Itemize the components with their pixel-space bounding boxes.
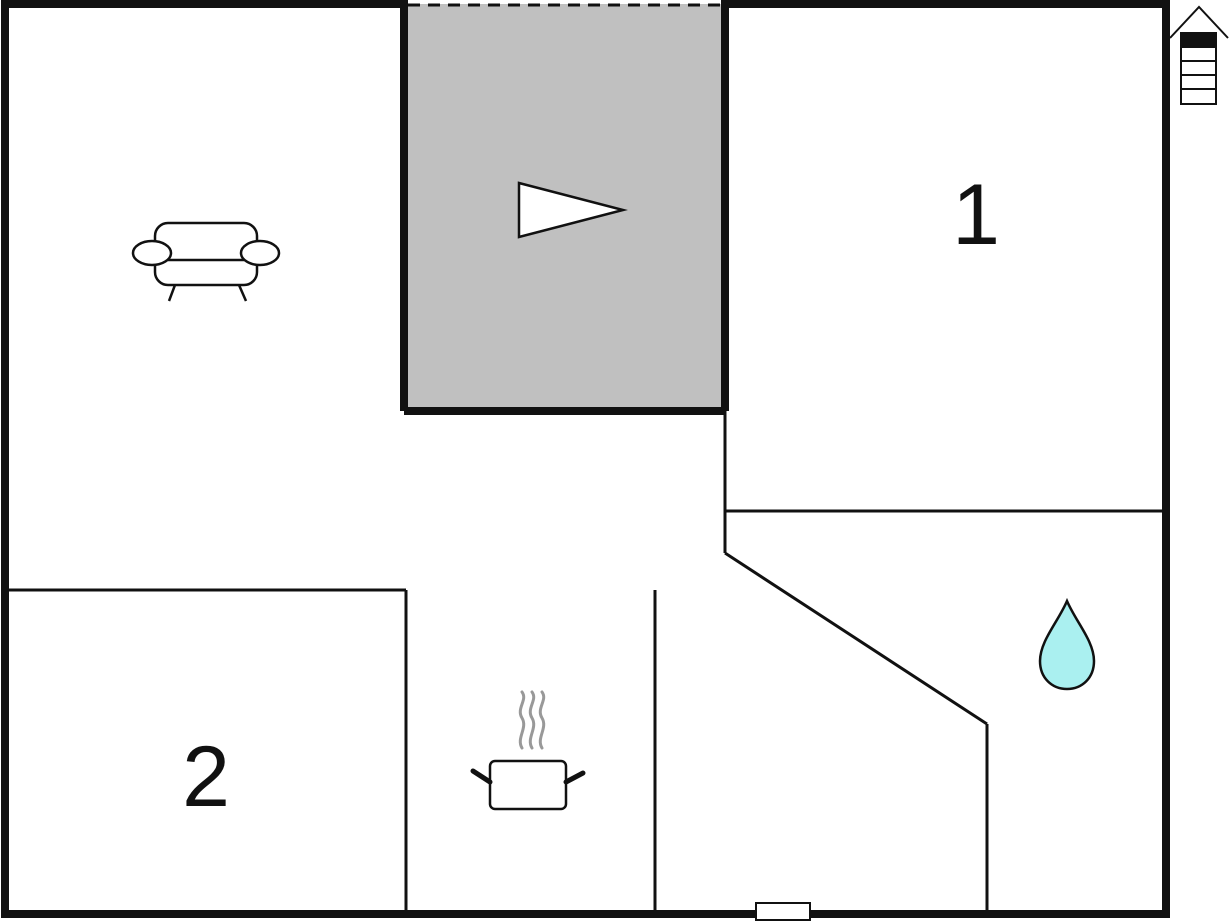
room-label-1: 1 xyxy=(952,167,1000,263)
room-label-2: 2 xyxy=(182,729,230,825)
house-floor-icon xyxy=(1169,5,1229,105)
terrace-arrow-icon xyxy=(517,181,628,239)
entrance-door-icon xyxy=(755,902,811,921)
water-drop-icon xyxy=(1038,597,1096,691)
interior-walls xyxy=(7,411,1164,912)
cooking-pot-icon xyxy=(470,690,586,811)
sofa-icon xyxy=(131,221,281,302)
terrace-walls xyxy=(400,3,729,415)
outer-walls xyxy=(1,0,1170,918)
